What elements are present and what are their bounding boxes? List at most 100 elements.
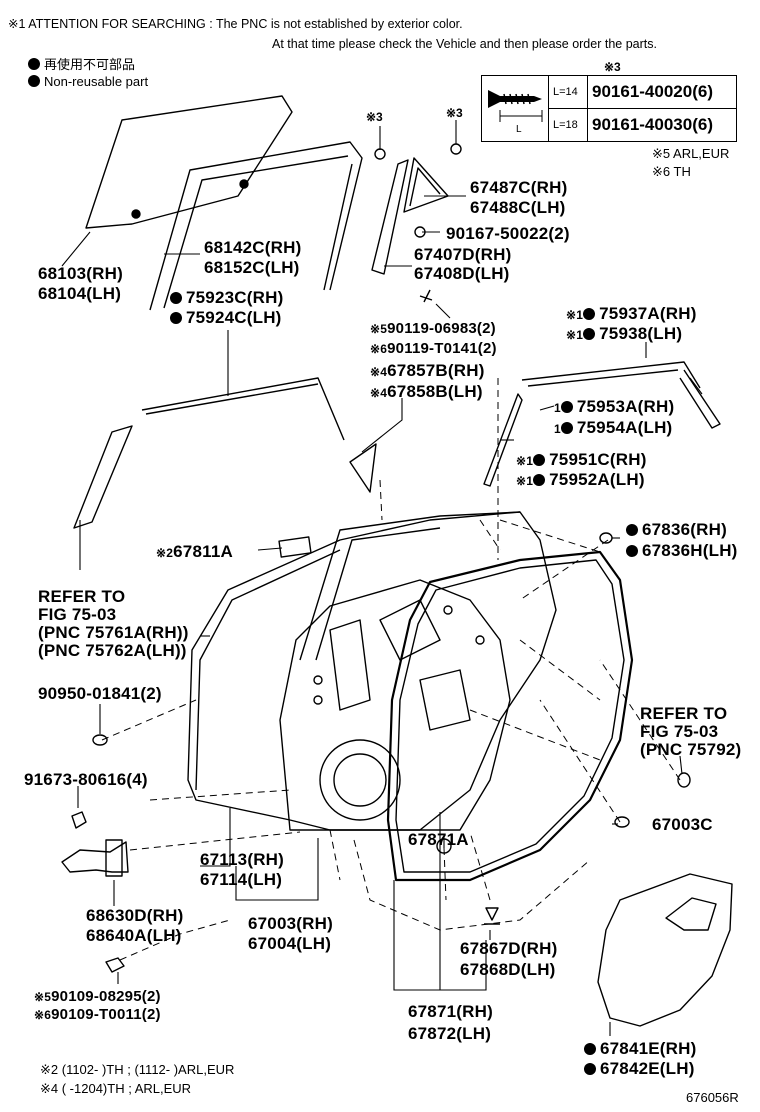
non-reusable-dot-icon (560, 401, 573, 413)
mark: ※1 (566, 308, 584, 322)
non-reusable-dot-icon (170, 292, 182, 304)
non-reusable-dot-icon (626, 545, 638, 557)
label-67836-lh: 67836H(LH) (626, 541, 738, 560)
non-reusable-dot-icon (583, 308, 596, 320)
front-frame-moulding (483, 393, 523, 487)
label-67858-text: 67858B(LH) (387, 382, 483, 401)
label-68640: 68640A(LH) (86, 926, 182, 945)
mark: 1 (554, 401, 561, 415)
door-weatherstrip (386, 550, 634, 882)
mark: 1 (554, 422, 561, 436)
label-67857-text: 67857B(RH) (387, 361, 485, 380)
label-67868: 67868D(LH) (460, 960, 556, 979)
label-90109a-text: 90109-08295(2) (51, 988, 161, 1005)
door-shell (187, 511, 557, 831)
non-reusable-dot-icon (584, 1043, 596, 1055)
label-91673: 91673-80616(4) (24, 770, 148, 789)
label-75954: 1 75954A(LH) (554, 418, 672, 439)
refer-2-line-2: FIG 75-03 (640, 722, 719, 741)
mark: ※1 (516, 474, 534, 488)
label-90950: 90950-01841(2) (38, 684, 162, 703)
label-90167: 90167-50022(2) (446, 224, 570, 243)
label-67836-lh-text: 67836H(LH) (642, 541, 738, 560)
label-75923-text: 75923C(RH) (186, 288, 284, 307)
label-68630: 68630D(RH) (86, 906, 184, 925)
legend-item-jp: 再使用不可部品 (28, 54, 135, 73)
legend-jp-text: 再使用不可部品 (44, 57, 136, 72)
note-6: ※6 TH (652, 164, 691, 179)
label-90109b: ※690109-T0011(2) (34, 1006, 161, 1024)
mark-k3b: ※3 (446, 106, 463, 120)
mark: ※6 (370, 342, 388, 356)
label-90119a: ※590119-06983(2) (370, 320, 496, 338)
label-67842: 67842E(LH) (584, 1059, 695, 1078)
screw-table-mark: ※3 (604, 60, 621, 74)
label-90109a: ※590109-08295(2) (34, 988, 161, 1006)
table-row: L L=14 90161-40020(6) (481, 75, 737, 142)
frame-moulding (73, 425, 133, 529)
quarter-window-glass (403, 157, 449, 213)
label-67867: 67867D(RH) (460, 939, 558, 958)
refer-1-line-1: REFER TO (38, 587, 126, 606)
label-67872: 67872(LH) (408, 1024, 492, 1043)
label-67811-text: 67811A (173, 542, 233, 561)
attention-line-1: ※1 ATTENTION FOR SEARCHING : The PNC is … (8, 17, 463, 31)
mark: ※5 (370, 322, 388, 336)
service-hole-cover (597, 873, 733, 1027)
label-67842-text: 67842E(LH) (600, 1059, 695, 1078)
label-90119a-text: 90119-06983(2) (387, 320, 496, 337)
label-67836-rh: 67836(RH) (626, 520, 727, 539)
screw-length-2: L=18 (548, 108, 588, 142)
label-67004: 67004(LH) (248, 934, 332, 953)
figure-id: 676056R (686, 1090, 739, 1105)
label-68104: 68104(LH) (38, 284, 122, 303)
label-75924-text: 75924C(LH) (186, 308, 282, 327)
label-67114: 67114(LH) (200, 870, 283, 889)
non-reusable-dot-icon (533, 474, 546, 486)
door-inner-panel (279, 579, 511, 831)
door-glass (85, 95, 293, 229)
non-reusable-dot-icon (170, 312, 182, 324)
label-67857: ※467857B(RH) (370, 361, 485, 382)
label-67858: ※467858B(LH) (370, 382, 483, 403)
label-67487: 67487C(RH) (470, 178, 568, 197)
non-reusable-dot-icon (560, 422, 573, 434)
legend-en-text: Non-reusable part (44, 74, 149, 89)
footer-note-4: ※4 ( -1204)TH ; ARL,EUR (40, 1081, 192, 1096)
table-row: L=18 90161-40030(6) (482, 108, 737, 142)
mark: ※1 (566, 328, 584, 342)
label-67841-text: 67841E(RH) (600, 1039, 697, 1058)
non-reusable-dot-icon (626, 524, 638, 536)
refer-1-line-4: (PNC 75762A(LH)) (38, 641, 187, 660)
label-67871a: 67871A (408, 830, 469, 849)
label-67841: 67841E(RH) (584, 1039, 697, 1058)
glass-run-channel (149, 141, 363, 311)
label-67408: 67408D(LH) (414, 264, 510, 283)
label-67003: 67003(RH) (248, 914, 333, 933)
non-reusable-dot-icon (533, 454, 546, 466)
label-75937: ※1 75937A(RH) (566, 304, 697, 325)
label-67871: 67871(RH) (408, 1002, 493, 1021)
label-75924: 75924C(LH) (170, 308, 282, 327)
division-bar (371, 159, 409, 275)
label-90119b-text: 90119-T0141(2) (387, 340, 497, 357)
non-reusable-dot-icon (584, 1063, 596, 1075)
label-68103: 68103(RH) (38, 264, 123, 283)
mark: ※5 (34, 990, 52, 1004)
attention-line-2: At that time please check the Vehicle an… (272, 37, 657, 51)
mark: ※1 (516, 454, 534, 468)
screw-part-1: 90161-40020(6) (587, 75, 737, 109)
mark: ※4 (370, 386, 388, 400)
label-75937-text: 75937A(RH) (599, 304, 697, 323)
label-75954-text: 75954A(LH) (576, 418, 673, 437)
label-75951-text: 75951C(RH) (549, 450, 647, 469)
label-75923: 75923C(RH) (170, 288, 283, 307)
label-75951: ※1 75951C(RH) (516, 450, 647, 471)
screw-icon: L (488, 90, 543, 135)
label-67407: 67407D(RH) (414, 245, 512, 264)
